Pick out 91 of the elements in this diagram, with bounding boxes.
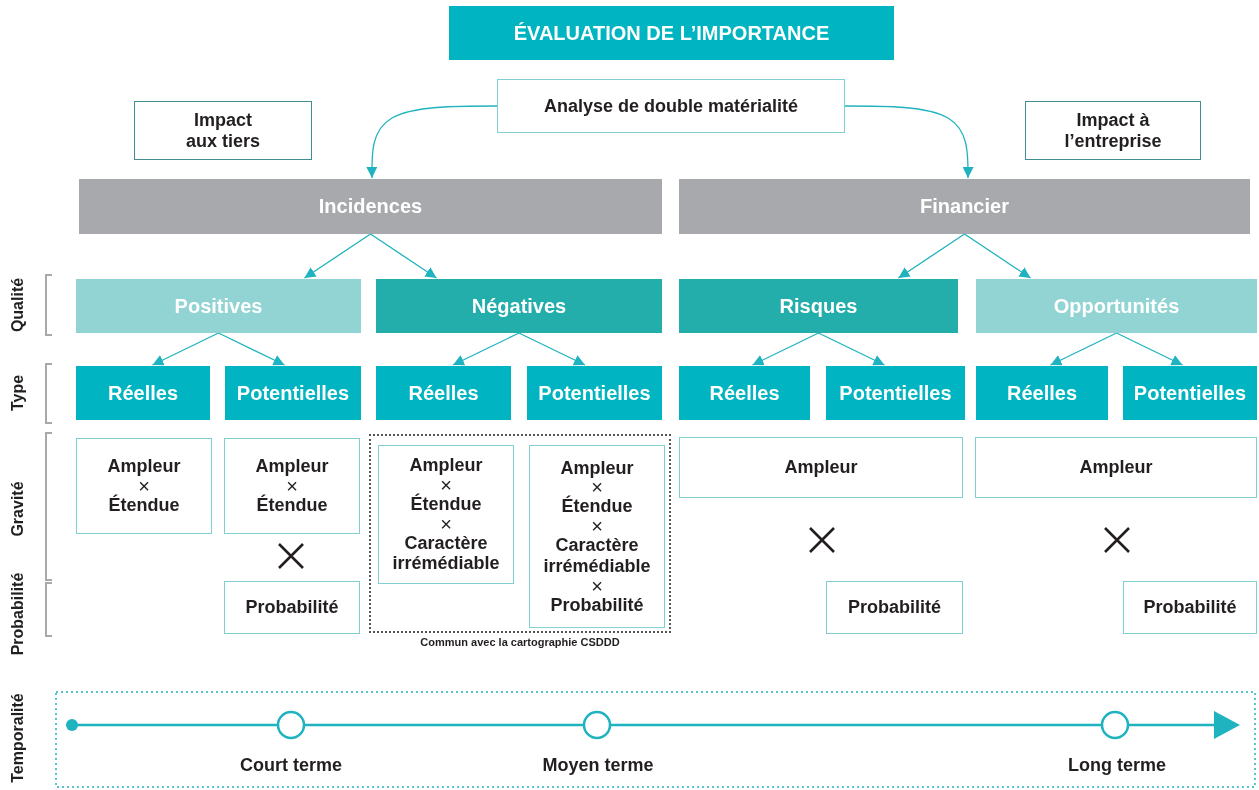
box-label: Ampleur [409,455,483,476]
type-box [376,366,511,420]
probability-box [224,581,360,634]
axis-label: Gravité [9,481,27,537]
category-bar [679,179,1250,234]
timeline-label: Moyen terme [542,754,654,776]
multiply-sign: × [440,514,452,533]
box-label: Impact aux tiers [184,109,261,152]
arrow [452,332,520,366]
axis-label: Qualité [9,277,27,333]
box-label: Potentielles [538,381,651,405]
axis-label: Temporalité [9,693,27,783]
severity-box [378,445,514,584]
box-label: Ampleur [560,457,634,479]
box-label: Caractère irrémédiable [542,535,652,577]
quality-box [976,279,1257,333]
arrow [303,233,372,279]
box-label: Étendue [561,496,633,518]
arrow [817,332,886,366]
box-label: Étendue [108,495,180,516]
quality-box [679,279,958,333]
box-label: Probabilité [848,597,941,618]
axis-label: Type [9,374,27,412]
box-label: Probabilité [550,594,644,616]
box-label: Réelles [107,381,179,405]
multiply-sign: × [138,477,150,495]
arrow [751,332,820,366]
box-label: Étendue [410,493,482,515]
box-label: Analyse de double matérialité [543,95,799,117]
perspective-box [134,101,312,160]
multiply-sign: × [591,517,603,536]
box-label: Risques [779,294,858,318]
box-label: Positives [174,294,263,318]
box-label: Caractère irrémédiable [391,532,501,574]
title-banner: ÉVALUATION DE L’IMPORTANCE [449,6,894,60]
box-label: Impact à l’entreprise [1063,109,1163,152]
type-box [826,366,965,420]
box-label: Opportunités [1053,294,1180,318]
arrow [369,233,438,279]
box-label: Ampleur [255,456,329,477]
arrow [151,332,220,366]
box-label: Potentielles [1133,381,1247,405]
severity-box [679,437,963,498]
severity-box [529,445,665,628]
arrow [1115,332,1184,366]
box-label: Négatives [471,294,567,318]
quality-box [376,279,662,333]
box-label: Potentielles [839,381,952,405]
arrow [217,332,286,366]
box-label: Probabilité [245,597,339,618]
category-bar [79,179,662,234]
box-label: Financier [920,195,1009,218]
probability-box [826,581,963,634]
multiply-sign: × [440,475,452,494]
box-label: Ampleur [1079,457,1153,478]
box-label: Réelles [408,381,479,405]
box-label: Ampleur [784,457,858,478]
arrow [518,332,586,366]
timeline-label: Long terme [1068,754,1166,776]
arrow [366,105,498,179]
dotted-group-box [369,434,671,633]
box-label: Incidences [318,195,423,218]
group-caption: Commun avec la cartographie CSDDD [419,636,621,648]
axis-label: Probabilité [9,572,27,656]
box-label: Probabilité [1143,597,1237,618]
multiply-sign: × [286,477,298,495]
type-box [976,366,1108,420]
severity-box [224,438,360,534]
arrow [1049,332,1118,366]
type-box [527,366,662,420]
multiply-sign: × [591,478,603,497]
type-box [76,366,210,420]
timeline-label: Court terme [240,754,342,776]
probability-box [1123,581,1257,634]
type-box [679,366,810,420]
multiply-sign: × [591,576,603,595]
box-label: Ampleur [107,456,181,477]
box-label: Étendue [256,495,328,516]
root-box [497,79,845,133]
severity-box [975,437,1257,498]
box-label: Réelles [1006,381,1078,405]
perspective-box [1025,101,1201,160]
type-box [225,366,361,420]
severity-box [76,438,212,534]
arrow [844,105,974,179]
box-label: Potentielles [236,381,350,405]
quality-box [76,279,361,333]
arrow [963,233,1032,279]
arrow [897,233,966,279]
type-box [1123,366,1257,420]
box-label: Réelles [709,381,780,405]
